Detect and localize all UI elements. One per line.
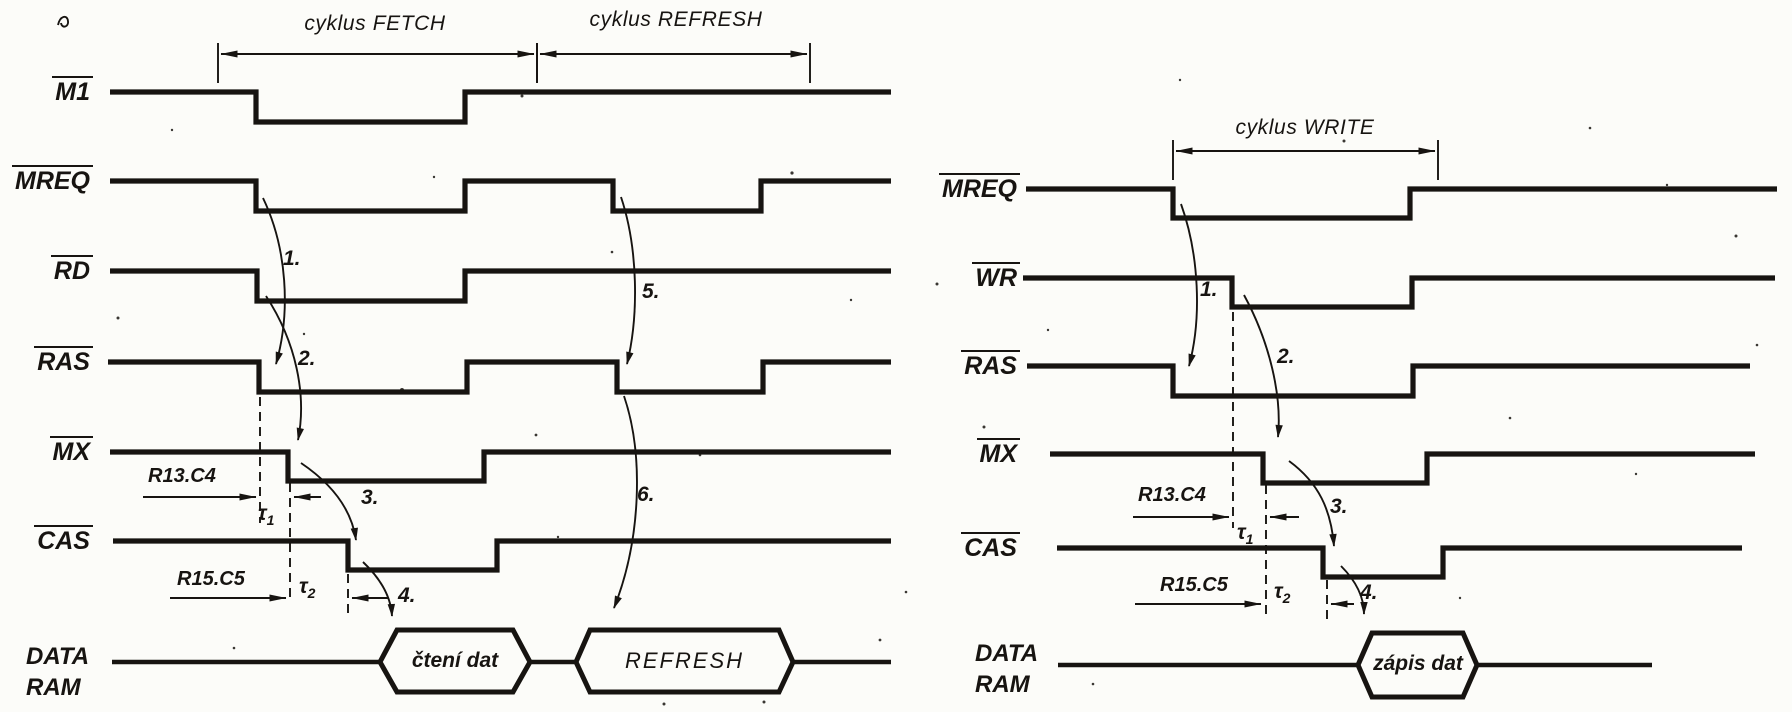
right-bus-label-write: zápis dat	[1373, 652, 1463, 675]
right-wave-ras	[1027, 363, 1750, 399]
right-signal-label-mx: MX	[945, 438, 1020, 467]
left-wave-ras	[108, 359, 891, 395]
scan-scribble-mark	[57, 15, 69, 28]
callout-arrow-3	[300, 462, 358, 541]
left-bus-label-read: čtení dat	[411, 649, 499, 672]
callout-arrow-5	[620, 196, 636, 365]
right-tau2-label: τ2	[1274, 580, 1291, 607]
right-cycle-label-write: cyklus WRITE	[1235, 116, 1375, 139]
right-wave-mx	[1050, 451, 1755, 486]
callout-arrow-4	[1340, 565, 1368, 615]
right-callout-2: 2.	[1277, 345, 1295, 368]
callout-arrow-4	[362, 561, 396, 617]
left-signal-label-mx: MX	[8, 436, 93, 465]
left-callout-4: 4.	[398, 584, 416, 607]
callout-arrow-2	[1243, 294, 1283, 438]
left-signal-label-cas: CAS	[8, 525, 93, 554]
right-dim-label-r15c5: R15.C5	[1160, 574, 1228, 596]
left-dim-label-r15c5: R15.C5	[177, 568, 245, 590]
left-signal-label-rd: RD	[8, 255, 93, 284]
right-signal-label-data: DATA	[975, 640, 1039, 667]
callout-arrow-1	[262, 197, 286, 365]
right-signal-label-ras: RAS	[945, 350, 1020, 379]
left-wave-cas	[113, 538, 891, 573]
left-callout-1: 1.	[283, 247, 301, 270]
scan-speckles	[116, 78, 1759, 706]
right-callout-3: 3.	[1330, 495, 1348, 518]
right-bus-valid-box	[1355, 630, 1480, 700]
left-cycle-label-fetch: cyklus FETCH	[304, 12, 446, 35]
right-diagram-generated	[1023, 140, 1777, 700]
right-callout-1: 1.	[1200, 278, 1218, 301]
right-callout-4: 4.	[1360, 581, 1378, 604]
left-dim-label-r13c4: R13.C4	[148, 465, 216, 487]
right-wave-wr	[1023, 275, 1775, 310]
left-bus-label-refresh: REFRESH	[624, 648, 745, 673]
left-wave-rd	[110, 268, 891, 304]
left-tau2-label: τ2	[299, 575, 316, 602]
right-wave-cas	[1057, 545, 1742, 580]
right-diagram-annotations	[1133, 203, 1368, 623]
left-wave-mreq	[110, 178, 891, 214]
left-callout-5: 5.	[642, 280, 660, 303]
left-signal-label-mreq: MREQ	[8, 165, 93, 194]
right-signal-label-wr: WR	[945, 262, 1020, 291]
right-tau1-label: τ1	[1237, 521, 1254, 548]
left-signal-label-ram: RAM	[26, 674, 81, 701]
callout-arrow-3	[1288, 460, 1337, 547]
left-callout-6: 6.	[637, 483, 655, 506]
left-tau1-label: τ1	[258, 502, 275, 529]
left-wave-m1	[110, 89, 891, 125]
left-signal-label-m1: M1	[8, 76, 93, 105]
left-callout-2: 2.	[298, 347, 316, 370]
right-signal-label-mreq: MREQ	[935, 173, 1020, 202]
left-signal-label-data: DATA	[26, 643, 90, 670]
left-cycle-label-refresh: cyklus REFRESH	[589, 8, 763, 31]
left-wave-mx	[110, 449, 891, 484]
callout-arrow-2	[265, 295, 304, 441]
left-bus-valid-box	[573, 627, 796, 695]
left-bus-valid-box	[377, 627, 533, 695]
right-wave-mreq	[1026, 186, 1777, 221]
left-callout-3: 3.	[361, 486, 379, 509]
left-diagram-generated	[108, 43, 891, 695]
right-dim-label-r13c4: R13.C4	[1138, 484, 1206, 506]
right-signal-label-cas: CAS	[945, 532, 1020, 561]
callout-arrow-1	[1180, 203, 1198, 367]
right-signal-label-ram: RAM	[975, 671, 1030, 698]
left-diagram-annotations	[57, 15, 638, 617]
callout-arrow-6	[613, 395, 638, 609]
left-signal-label-ras: RAS	[8, 346, 93, 375]
